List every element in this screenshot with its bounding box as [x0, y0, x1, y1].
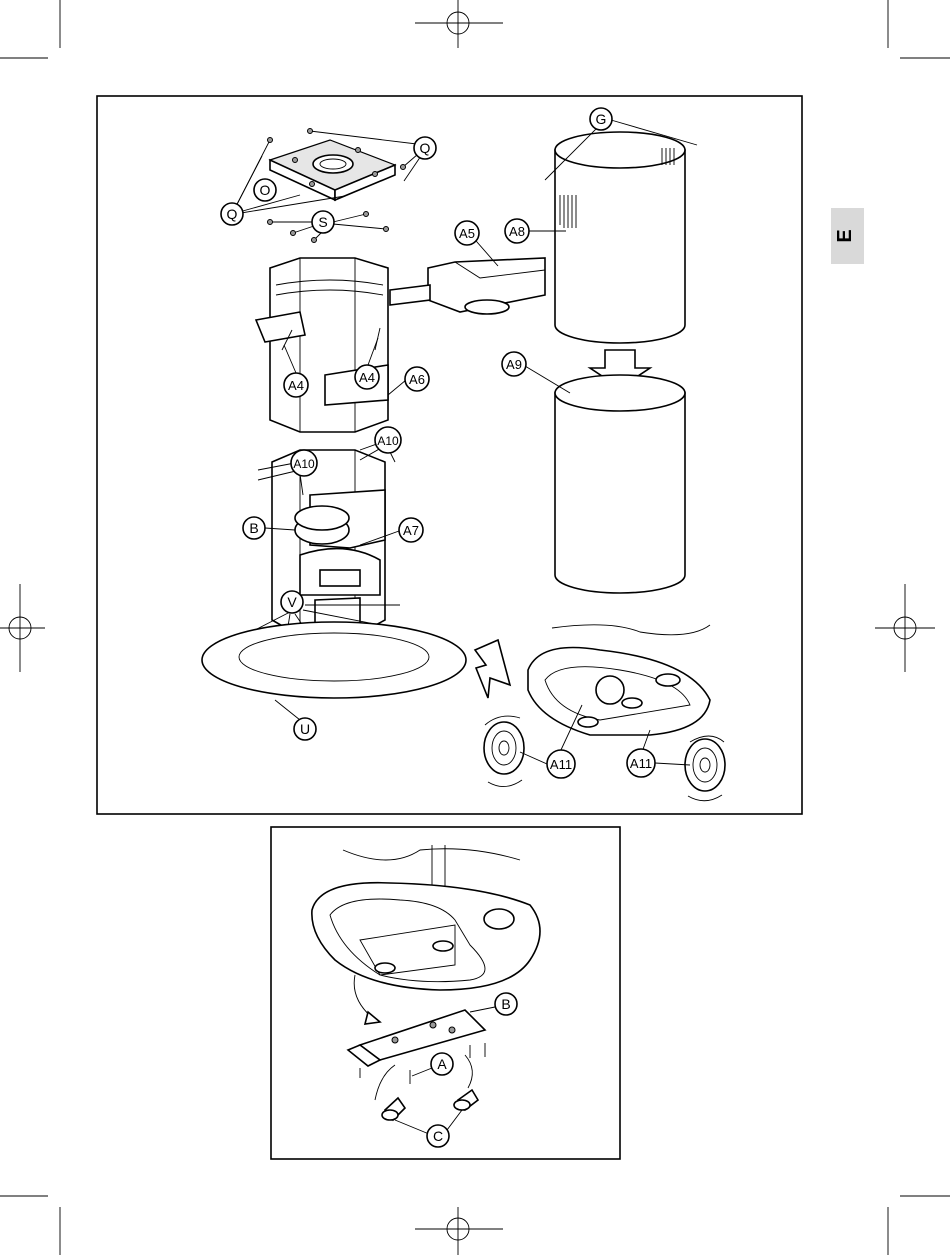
svg-text:Q: Q — [227, 206, 238, 222]
svg-text:A7: A7 — [403, 523, 419, 538]
svg-text:A10: A10 — [293, 457, 315, 471]
lamp-arrow-head — [365, 1012, 380, 1024]
registration-mark-right — [875, 584, 935, 672]
callout-v: V — [281, 591, 303, 613]
callout-s: S — [312, 211, 334, 233]
carbon-filter-right — [685, 736, 725, 801]
svg-text:A5: A5 — [459, 226, 475, 241]
svg-text:A4: A4 — [359, 370, 375, 385]
svg-text:A8: A8 — [509, 224, 525, 239]
registration-mark-bottom — [415, 1207, 503, 1255]
svg-text:B: B — [249, 520, 258, 536]
svg-text:Q: Q — [420, 140, 431, 156]
lamp-arrow — [354, 975, 375, 1020]
halogen-lamp-left — [375, 1065, 405, 1120]
svg-text:S: S — [318, 214, 327, 230]
svg-text:B: B — [501, 996, 510, 1012]
callout-g: G — [590, 108, 612, 130]
callout-a6: A6 — [388, 367, 429, 395]
callout-a10-right: A10 — [375, 427, 401, 453]
callout-o: O — [254, 179, 276, 201]
carbon-filter-left — [484, 716, 524, 786]
svg-text:A11: A11 — [630, 756, 652, 771]
svg-text:A4: A4 — [288, 378, 304, 393]
svg-text:A10: A10 — [377, 434, 399, 448]
svg-text:O: O — [260, 182, 271, 198]
svg-text:C: C — [433, 1128, 443, 1144]
svg-text:A: A — [437, 1056, 447, 1072]
callout-q-left: Q — [221, 203, 243, 225]
callout-a9: A9 — [502, 352, 570, 393]
canopy-underside-top — [528, 625, 710, 735]
section-tab: E — [831, 208, 864, 264]
upper-chimney-frame — [256, 258, 388, 432]
callout-a5: A5 — [455, 221, 498, 266]
callout-q-right: Q — [414, 137, 436, 159]
callout-a11-right: A11 — [627, 730, 690, 777]
svg-text:V: V — [287, 594, 297, 610]
registration-mark-top — [415, 0, 503, 48]
registration-mark-left — [0, 584, 45, 672]
hood-canopy — [202, 622, 466, 720]
halogen-lamp-right — [454, 1055, 478, 1110]
mounting-plate — [270, 140, 395, 200]
air-duct — [390, 258, 545, 314]
figure-bottom-frame — [271, 827, 620, 1159]
svg-text:A6: A6 — [409, 372, 425, 387]
canopy-underside-bottom — [312, 845, 540, 990]
section-tab-letter: E — [834, 229, 856, 242]
svg-text:U: U — [300, 721, 310, 737]
svg-text:A9: A9 — [506, 357, 522, 372]
callout-bottom-c: C — [395, 1110, 462, 1147]
callout-u: U — [294, 718, 316, 740]
callout-bottom-b: B — [470, 993, 517, 1015]
chimney-cylinder-bottom — [555, 375, 685, 593]
filter-arrow — [475, 640, 510, 698]
svg-text:A11: A11 — [550, 757, 572, 772]
callout-bottom-a: A — [412, 1053, 453, 1076]
svg-text:G: G — [596, 111, 607, 127]
chimney-cylinder-top — [545, 120, 697, 343]
